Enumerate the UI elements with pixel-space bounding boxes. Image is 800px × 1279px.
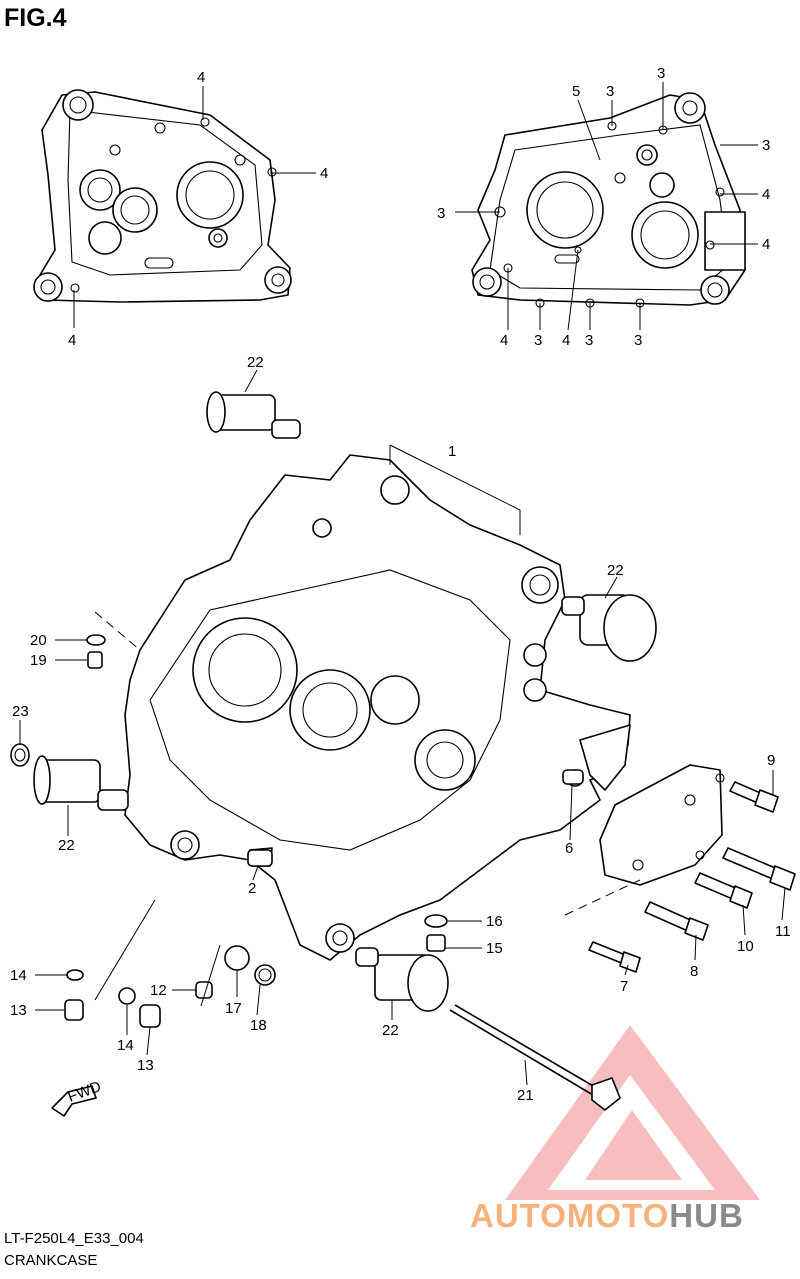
seal-23 — [10, 743, 30, 767]
callout-4: 4 — [197, 69, 205, 86]
watermark-brand: AUTOMOTOHUB — [470, 1197, 744, 1235]
callout-14: 14 — [10, 967, 27, 984]
callout-4: 4 — [762, 236, 770, 253]
callout-5: 5 — [572, 83, 580, 100]
left-crankcase-half-view — [33, 89, 292, 303]
callout-22: 22 — [247, 354, 264, 371]
bolt-13a — [64, 999, 84, 1021]
callout-3: 3 — [606, 83, 614, 100]
callout-14: 14 — [117, 1037, 134, 1054]
callout-13: 13 — [10, 1002, 27, 1019]
bolt-13b — [139, 1004, 161, 1028]
leader-lines — [94, 444, 641, 1007]
callout-12: 12 — [150, 982, 167, 999]
right-crankcase-half-view — [471, 92, 746, 308]
bolt-19 — [87, 651, 103, 669]
brand-part1: AUTOMOTO — [470, 1197, 670, 1234]
callout-4: 4 — [562, 332, 570, 349]
callout-1: 1 — [448, 443, 456, 460]
callout-16: 16 — [486, 913, 503, 930]
diagram-code: LT-F250L4_E33_004 — [4, 1230, 144, 1247]
dowel-pin-bottom — [355, 947, 449, 1012]
callout-15: 15 — [486, 940, 503, 957]
bolt-8 — [644, 901, 709, 941]
callout-13: 13 — [137, 1057, 154, 1074]
callout-7: 7 — [620, 978, 628, 995]
callout-21: 21 — [517, 1087, 534, 1104]
callout-20: 20 — [30, 632, 47, 649]
pin-6 — [562, 769, 584, 785]
bolt-9 — [729, 781, 779, 813]
callout-3: 3 — [534, 332, 542, 349]
forward-arrow: FWD — [51, 1078, 104, 1117]
washer-14a — [66, 969, 84, 981]
callout-22: 22 — [58, 837, 75, 854]
dowel-pin-top — [206, 391, 301, 439]
pin-2 — [247, 849, 273, 867]
callout-22: 22 — [607, 562, 624, 579]
long-bolt — [449, 1004, 621, 1111]
diagram-caption: CRANKCASE — [4, 1252, 98, 1269]
o-ring-18 — [254, 964, 276, 986]
callout-6: 6 — [565, 840, 573, 857]
callout-3: 3 — [585, 332, 593, 349]
plug-15 — [426, 934, 446, 952]
callout-23: 23 — [12, 703, 29, 720]
callout-3: 3 — [634, 332, 642, 349]
callout-4: 4 — [500, 332, 508, 349]
callout-3: 3 — [437, 205, 445, 222]
washer-16 — [424, 914, 448, 928]
callout-9: 9 — [767, 752, 775, 769]
callout-2: 2 — [248, 880, 256, 897]
bolt-10 — [694, 872, 753, 909]
callout-4: 4 — [320, 165, 328, 182]
washer-20 — [86, 634, 106, 646]
dowel-pin-left — [33, 755, 129, 811]
bolt-7 — [588, 941, 641, 973]
callout-18: 18 — [250, 1017, 267, 1034]
callout-leaders — [19, 82, 786, 1086]
figure-title: FIG.4 — [4, 4, 67, 32]
watermark-logo — [505, 1025, 760, 1200]
brand-part2: HUB — [669, 1197, 744, 1234]
bolt-11 — [722, 847, 796, 891]
callout-3: 3 — [657, 65, 665, 82]
dowel-pin-right — [561, 594, 657, 662]
right-side-cover — [599, 764, 725, 886]
callout-labels: 4 4 4 5 3 3 3 4 4 3 4 3 4 3 3 22 1 22 20… — [10, 65, 791, 1104]
cap-17 — [224, 945, 250, 971]
callout-22: 22 — [382, 1022, 399, 1039]
callout-3: 3 — [762, 137, 770, 154]
callout-10: 10 — [737, 938, 754, 955]
callout-4: 4 — [68, 332, 76, 349]
callout-8: 8 — [690, 963, 698, 980]
crankcase-assembly — [124, 454, 631, 961]
washer-14b — [118, 987, 136, 1005]
callout-17: 17 — [225, 1000, 242, 1017]
callout-19: 19 — [30, 652, 47, 669]
callout-11: 11 — [775, 923, 791, 940]
callout-4: 4 — [762, 186, 770, 203]
